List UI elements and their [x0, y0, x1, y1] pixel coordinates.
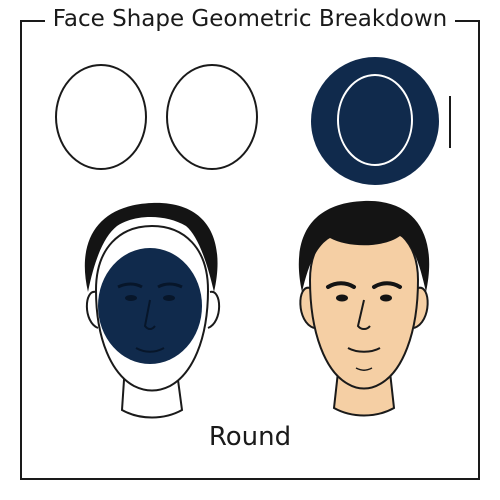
diagram-title-wrap: Face Shape Geometric Breakdown	[0, 4, 500, 34]
diagram-title: Face Shape Geometric Breakdown	[44, 6, 456, 32]
caption-wrap: Round	[0, 419, 500, 455]
face-shape-caption: Round	[208, 422, 292, 452]
oval-outline-left	[55, 64, 147, 170]
face-plain-icon	[298, 200, 430, 417]
round-shape-icon	[311, 57, 439, 185]
face-with-round-overlay-icon	[84, 202, 221, 419]
oval-outline-right	[166, 64, 258, 170]
